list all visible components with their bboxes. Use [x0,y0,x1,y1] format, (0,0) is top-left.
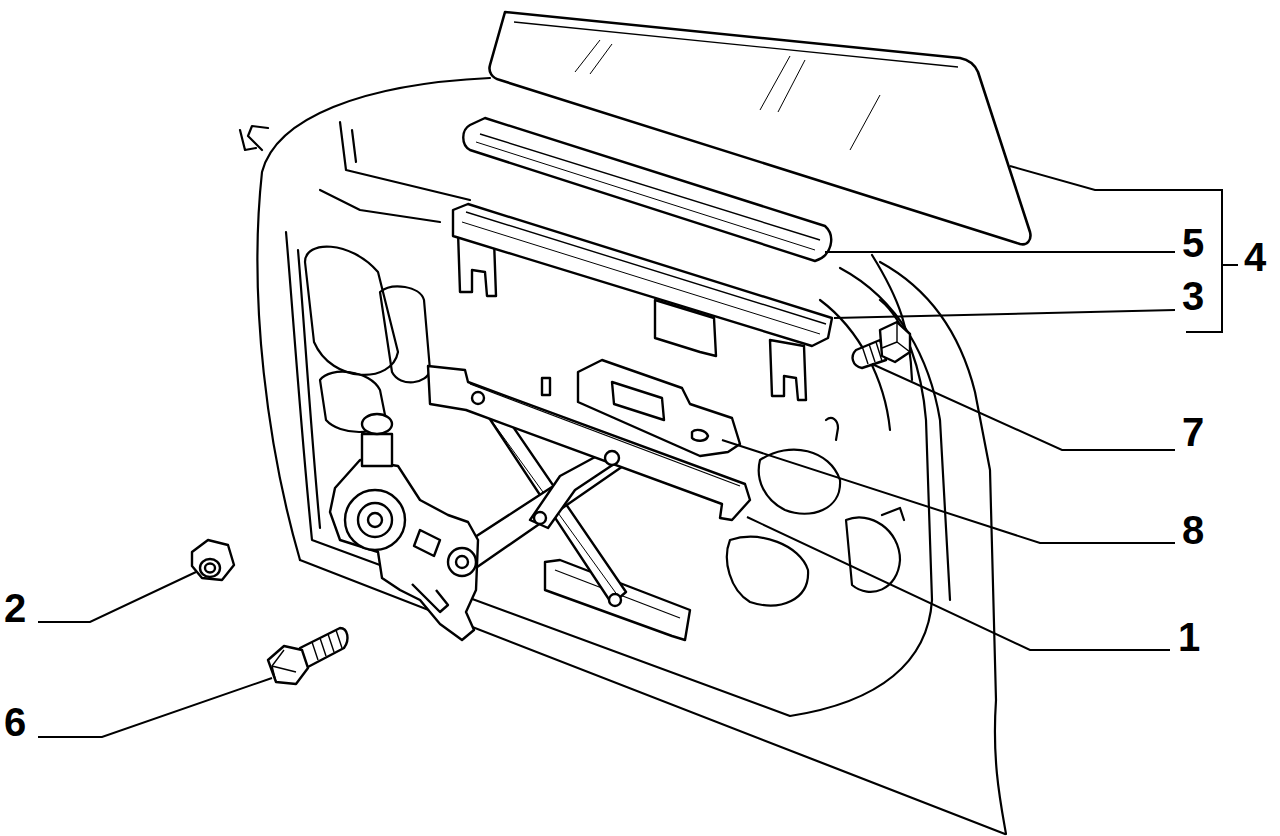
window-regulator [545,560,690,640]
window-regulator [414,530,440,556]
bolt [312,630,342,660]
window-regulator [555,570,680,618]
window-regulator [455,448,626,572]
bolt [862,342,882,364]
callout-number: 6 [4,702,26,742]
door-shell [340,122,470,200]
window-regulator [412,584,448,612]
regulator-bracket [578,360,740,456]
leader-lines [38,572,196,622]
regulator-bracket [612,382,664,420]
door-shell [380,286,430,382]
glass-channel [770,340,806,400]
callout-number: 7 [1182,412,1204,452]
window-regulator [330,460,478,640]
callout-number: 5 [1182,223,1204,263]
nut [192,540,234,580]
regulator-bracket [578,360,740,456]
door-shell [300,560,1005,834]
bolt [268,628,347,684]
leader-lines [872,364,1175,450]
door-shell [240,130,256,150]
door-shell [286,232,932,716]
bolt [272,650,296,682]
bolt [853,322,910,368]
window-regulator [542,378,550,395]
window-regulator [358,503,392,537]
window-regulator [345,490,405,550]
leader-lines [38,678,272,737]
door-shell [727,537,808,606]
nut [205,564,215,573]
window-regulator [609,594,621,606]
callout-number: 2 [4,588,26,628]
door-shell [320,190,440,222]
window-regulator [362,434,392,466]
glass-channel [453,204,832,346]
window-regulator [605,451,619,465]
door-shell [882,508,904,520]
leader-lines [1222,264,1238,266]
door-shell [846,517,900,591]
bolt [880,322,910,362]
window-regulator [456,556,468,568]
leader-lines [834,310,1175,318]
bolt [882,322,910,352]
window-glass [575,40,880,150]
window-regulator [534,512,546,524]
leader-lines [38,166,1238,737]
nut [192,540,234,580]
leader-lines [1010,166,1222,332]
window-regulator [530,450,620,528]
door-shell [352,130,356,162]
callout-number: 4 [1244,237,1266,277]
bolt [268,646,308,684]
window-regulator [448,548,476,576]
door-shell [248,126,268,150]
leader-lines [722,440,1175,543]
leader-lines [747,517,1170,650]
callout-number: 3 [1182,276,1204,316]
door-shell [759,450,840,514]
window-regulator [362,414,392,434]
door-shell [305,247,398,375]
glass-channel [462,222,820,334]
leader-lines [825,251,1175,253]
window-glass [514,22,958,67]
door-shell [826,418,838,440]
glass-channel [453,204,832,400]
regulator-bracket [692,430,708,441]
callout-number: 8 [1182,510,1204,550]
window-regulator [472,392,484,404]
glass-channel [466,212,826,324]
window-regulator [368,513,382,527]
callout-number: 1 [1178,617,1200,657]
nut [200,559,220,577]
